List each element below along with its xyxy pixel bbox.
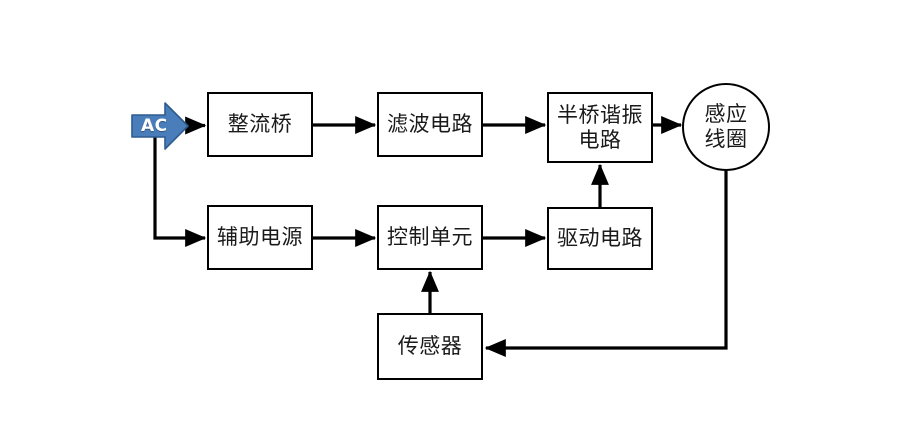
- ac-source-label: AC: [141, 116, 168, 136]
- block-half-bridge-resonant-circuit-label: 半桥谐振 电路: [557, 102, 643, 152]
- block-sensor[interactable]: 传感器: [377, 313, 483, 380]
- block-rectifier-label: 整流桥: [227, 112, 293, 137]
- block-control-unit[interactable]: 控制单元: [377, 205, 483, 270]
- node-induction-coil-label: 感应 线圈: [704, 102, 748, 151]
- block-driver-circuit-label: 驱动电路: [557, 226, 643, 251]
- node-induction-coil[interactable]: 感应 线圈: [682, 83, 770, 171]
- block-rectifier[interactable]: 整流桥: [207, 92, 313, 157]
- ac-source-arrow: AC: [131, 102, 189, 150]
- block-filter-circuit-label: 滤波电路: [387, 112, 473, 137]
- block-half-bridge-resonant-circuit[interactable]: 半桥谐振 电路: [547, 92, 653, 163]
- block-driver-circuit[interactable]: 驱动电路: [547, 207, 653, 270]
- block-auxiliary-power-supply[interactable]: 辅助电源: [207, 205, 313, 270]
- block-control-unit-label: 控制单元: [387, 225, 473, 250]
- block-sensor-label: 传感器: [397, 334, 463, 359]
- block-filter-circuit[interactable]: 滤波电路: [377, 92, 483, 157]
- block-auxiliary-power-supply-label: 辅助电源: [217, 225, 303, 250]
